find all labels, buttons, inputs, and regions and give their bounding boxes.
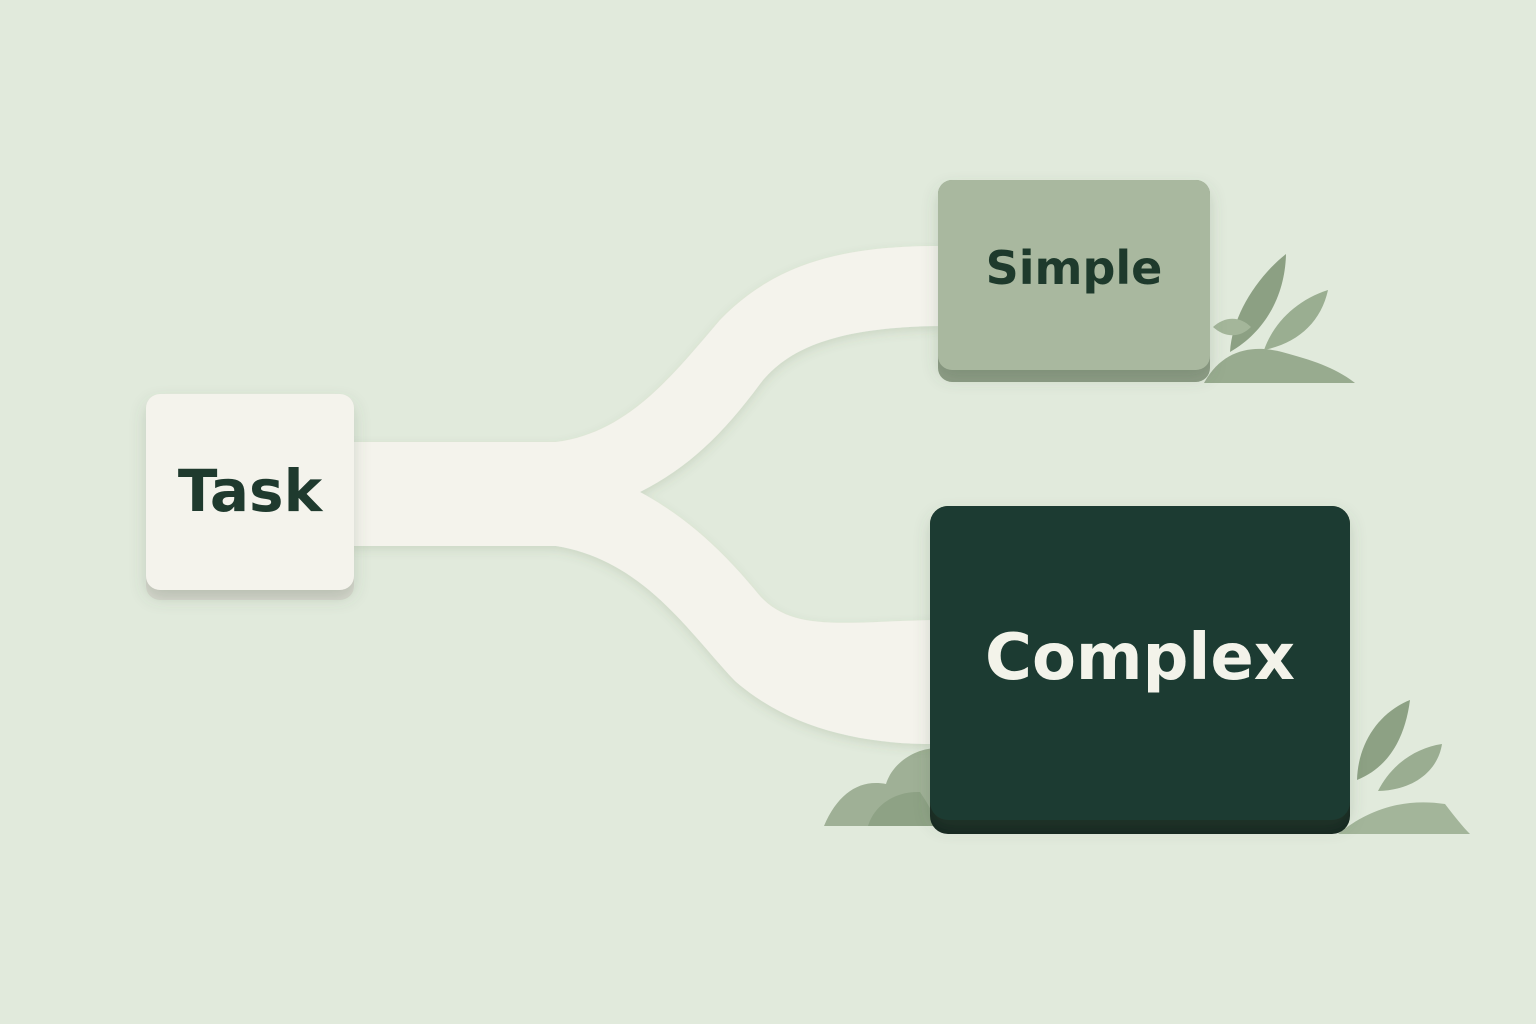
complex-label: Complex	[985, 621, 1295, 695]
task-label: Task	[178, 457, 324, 525]
plant-decoration-complex-right	[1338, 700, 1470, 834]
complex-node: Complex	[930, 506, 1350, 834]
fork-path	[350, 246, 940, 744]
simple-label: Simple	[986, 241, 1163, 295]
plant-decoration-complex-left	[824, 748, 938, 826]
task-node: Task	[146, 394, 354, 600]
plant-decoration-simple	[1204, 254, 1355, 383]
simple-node: Simple	[938, 180, 1210, 382]
